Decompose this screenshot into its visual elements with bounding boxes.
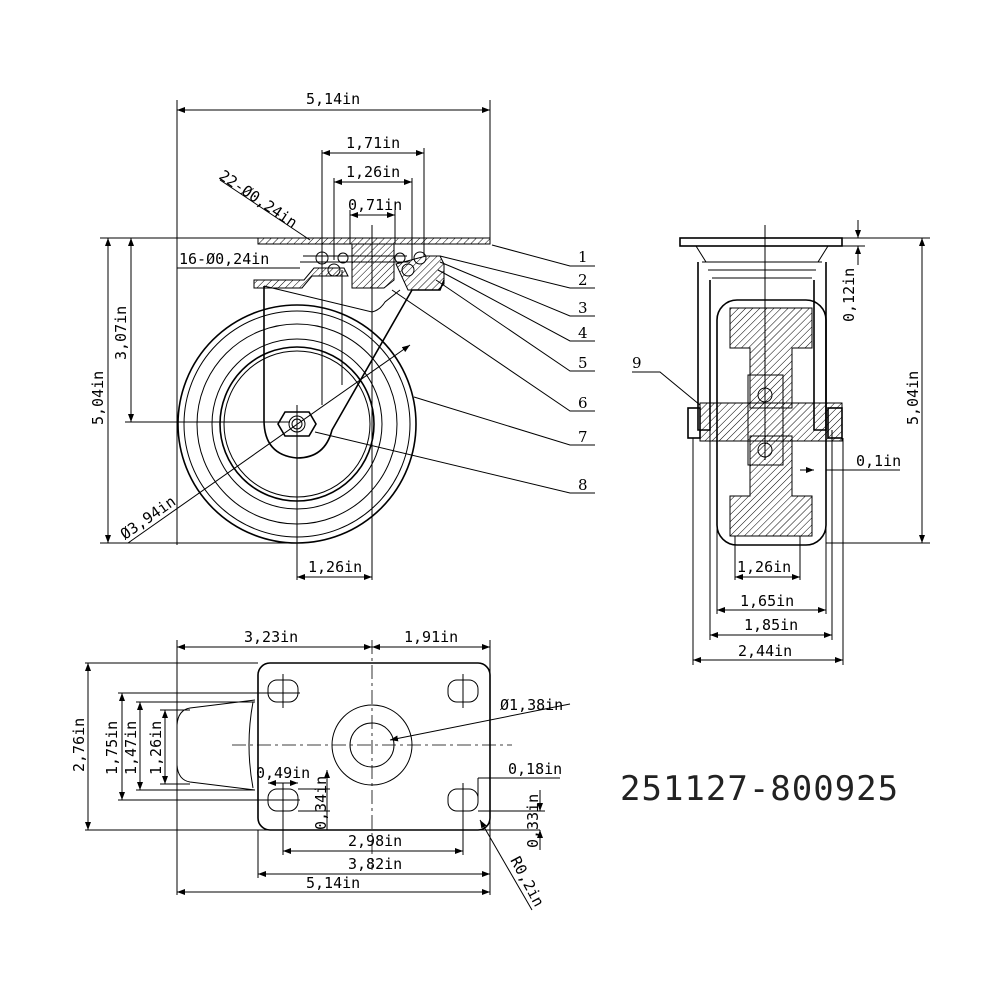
part-label-4: 4 (578, 324, 588, 342)
dim-left-offset: 3,23in (244, 628, 298, 646)
dim-bearing-inner: 1,26in (346, 163, 400, 181)
dim-slot-length: 0,49in (256, 764, 310, 782)
axle-nut-right (827, 407, 843, 439)
bearing-races (300, 255, 410, 263)
dim-fork-outer-y: 1,47in (122, 721, 140, 775)
dim-kingpin: 0,71in (348, 196, 402, 214)
dim-fork-inner: 1,85in (744, 616, 798, 634)
part-label-6: 6 (578, 394, 588, 412)
dim-bearing-outer: 1,71in (346, 134, 400, 152)
dim-hole-span-x: 2,98in (348, 832, 402, 850)
wheel-hub-section-lower (729, 435, 813, 537)
dim-height: 5,04in (89, 371, 107, 425)
part-label-3: 3 (578, 299, 588, 317)
dim-slot-offset: 0,18in (508, 760, 562, 778)
dim-wheel-diameter: Ø3,94in (117, 492, 179, 543)
top-dimensions (85, 640, 571, 911)
dim-axle-height: 3,07in (112, 306, 130, 360)
mounting-slots (267, 674, 479, 817)
side-top-plate (679, 237, 843, 247)
dim-center-diameter: Ø1,38in (500, 696, 563, 714)
drawing-id: 251127-800925 (620, 769, 899, 809)
dim-upper-balls: 22-Ø0,24in (216, 166, 301, 231)
axle-section (699, 402, 843, 442)
dim-wheel-width: 1,65in (740, 592, 794, 610)
axle-nut-left (687, 407, 701, 439)
swivel-housing-right (395, 255, 445, 291)
axle-nut (277, 411, 317, 437)
dim-side-overall: 2,44in (738, 642, 792, 660)
dim-lower-balls: 16-Ø0,24in (179, 250, 269, 268)
side-view: 0,12in 5,04in 0,1in 9 1,26in 1,65in 1,85… (632, 220, 930, 665)
dim-hub-width: 1,26in (737, 558, 791, 576)
front-dimensions (100, 100, 491, 580)
swivel-head (695, 245, 829, 263)
dim-hole-span-y: 1,75in (103, 721, 121, 775)
mounting-plate (257, 662, 491, 831)
dim-plate-width: 3,82in (348, 855, 402, 873)
part-leaders (314, 244, 595, 494)
wheel-hub-section-upper (729, 307, 813, 409)
part-label-1: 1 (578, 248, 588, 266)
dim-top-overall-width: 5,14in (306, 874, 360, 892)
part-label-2: 2 (578, 271, 588, 289)
swivel-housing-left (253, 267, 349, 289)
front-view: 5,14in 1,71in 1,26in 0,71in 22-Ø0,24in 1… (89, 90, 595, 580)
dim-gap: 0,1in (856, 452, 901, 470)
part-label-8: 8 (578, 476, 588, 494)
side-dimensions (632, 220, 930, 665)
part-label-9: 9 (632, 354, 642, 372)
dim-right-offset: 1,91in (404, 628, 458, 646)
part-label-5: 5 (578, 354, 588, 372)
dim-fork-inner-y: 1,26in (147, 721, 165, 775)
dim-overall-width: 5,14in (306, 90, 360, 108)
part-label-7: 7 (578, 428, 588, 446)
kingpin-section (351, 243, 395, 289)
dim-offset: 1,26in (308, 558, 362, 576)
fork-top-edge (263, 285, 401, 313)
top-plate-section (257, 237, 491, 245)
dim-edge-margin: 0,33in (524, 794, 542, 848)
dim-slot-width: 0,34in (312, 776, 330, 830)
dim-side-height: 5,04in (904, 371, 922, 425)
dim-plate-thickness: 0,12in (840, 268, 858, 322)
top-view: 3,23in 1,91in 2,76in 1,75in 1,47in 1,26i… (70, 628, 571, 911)
dim-plate-depth: 2,76in (70, 718, 88, 772)
